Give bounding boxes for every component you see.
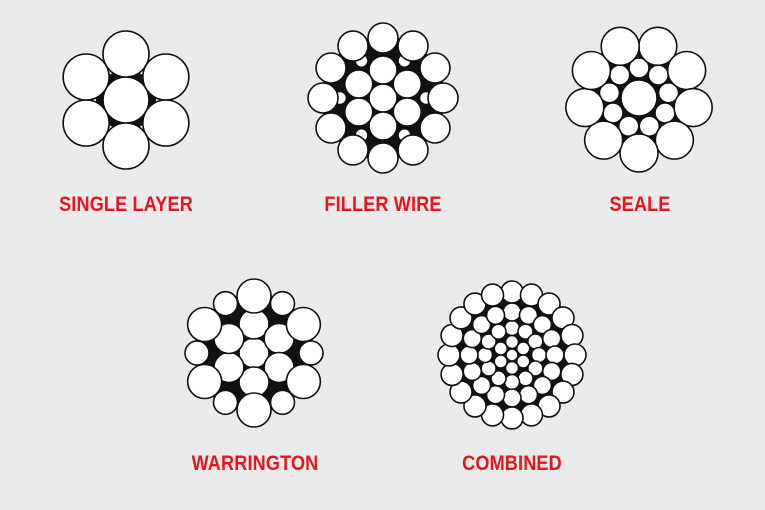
outer-wire <box>537 292 561 316</box>
outer-wire <box>571 50 612 91</box>
third-layer-wire <box>545 345 565 365</box>
outer-wire <box>307 82 339 114</box>
outer-small-wire <box>212 389 239 416</box>
third-layer-wire <box>502 388 522 408</box>
outer-large-wire <box>186 363 223 400</box>
outer-wire <box>315 52 347 84</box>
third-layer-wire <box>459 345 479 365</box>
outer-wire <box>419 52 451 84</box>
outer-wire <box>440 362 464 387</box>
third-layer-wire <box>502 302 522 322</box>
outer-wire <box>551 380 575 404</box>
second-layer-wire <box>527 333 544 350</box>
outer-wire <box>337 134 369 166</box>
second-layer-wire <box>490 323 507 340</box>
second-layer-wire <box>517 370 534 387</box>
third-layer-wire <box>485 305 506 326</box>
outer-wire <box>449 306 473 330</box>
outer-wire <box>600 26 640 67</box>
second-layer-wire <box>503 373 521 391</box>
outer-wire <box>367 22 399 54</box>
filler-wire-label: FILLER WIRE <box>324 193 442 216</box>
inner-wire <box>368 111 398 141</box>
warrington-label: WARRINGTON <box>191 452 319 475</box>
inner-wire <box>602 102 624 124</box>
inner-wire <box>628 57 650 79</box>
outer-small-wire <box>269 290 296 317</box>
outer-wire <box>427 82 459 114</box>
third-layer-wire <box>471 375 492 396</box>
second-layer-wire <box>503 319 521 337</box>
inner-wire <box>493 341 509 356</box>
outer-large-wire <box>236 278 272 314</box>
outer-wire <box>560 323 584 348</box>
third-layer-wire <box>532 314 553 335</box>
third-layer-wire <box>541 328 562 349</box>
outer-wire <box>565 87 605 128</box>
filler-wire-strand-illustration <box>307 22 459 174</box>
outer-wire <box>519 403 544 427</box>
outer-wire <box>463 394 487 418</box>
outer-small-wire <box>184 340 210 366</box>
inner-wire <box>368 55 398 85</box>
outer-wire <box>666 50 707 91</box>
second-layer-wire <box>480 360 497 377</box>
outer-wire <box>367 142 399 174</box>
outer-small-wire <box>269 389 296 416</box>
outer-wire <box>62 99 110 147</box>
outer-wire <box>337 30 369 62</box>
outer-large-wire <box>285 363 322 400</box>
third-layer-wire <box>471 314 492 335</box>
inner-wire <box>647 64 670 86</box>
outer-wire <box>102 122 150 170</box>
inner-wire <box>657 81 680 104</box>
outer-large-wire <box>236 392 272 428</box>
outer-wire <box>500 406 524 430</box>
outer-wire <box>142 99 190 147</box>
outer-large-wire <box>285 306 322 343</box>
inner-wire <box>343 97 374 127</box>
single-layer-label: SINGLE LAYER <box>59 193 193 216</box>
outer-wire <box>437 343 461 367</box>
outer-wire <box>419 112 451 144</box>
combined-label: COMBINED <box>462 452 562 475</box>
core-wire <box>102 76 150 124</box>
third-layer-wire <box>532 375 553 396</box>
second-layer-wire <box>530 346 548 364</box>
inner-wire <box>608 64 631 86</box>
outer-wire <box>583 120 624 160</box>
inner-wire <box>515 354 531 369</box>
outer-wire <box>397 134 429 166</box>
outer-wire <box>619 133 659 173</box>
inner-wire <box>343 69 374 99</box>
outer-wire <box>500 280 524 304</box>
outer-small-wire <box>212 290 239 317</box>
seale-strand-illustration <box>565 26 713 173</box>
warrington-strand-illustration <box>184 278 324 428</box>
inner-wire <box>392 69 423 99</box>
outer-small-wire <box>298 340 324 366</box>
outer-wire <box>480 283 505 307</box>
outer-wire <box>673 87 713 128</box>
outer-wire <box>563 343 587 367</box>
core-wire <box>620 79 658 117</box>
outer-wire <box>102 30 150 78</box>
third-layer-wire <box>518 384 539 405</box>
outer-large-wire <box>186 306 223 343</box>
outer-wire <box>397 30 429 62</box>
outer-wire <box>62 53 110 101</box>
third-layer-wire <box>462 361 483 382</box>
core-wire <box>368 83 398 113</box>
inner-wire <box>598 81 621 104</box>
second-layer-wire <box>476 346 494 364</box>
core-wire <box>505 348 519 362</box>
outer-wire <box>654 120 695 160</box>
combined-strand-illustration <box>437 280 587 430</box>
inner-wire <box>392 97 423 127</box>
seale-label: SEALE <box>609 193 671 216</box>
outer-wire <box>142 53 190 101</box>
single-layer-strand-illustration <box>62 30 190 170</box>
outer-wire <box>315 112 347 144</box>
